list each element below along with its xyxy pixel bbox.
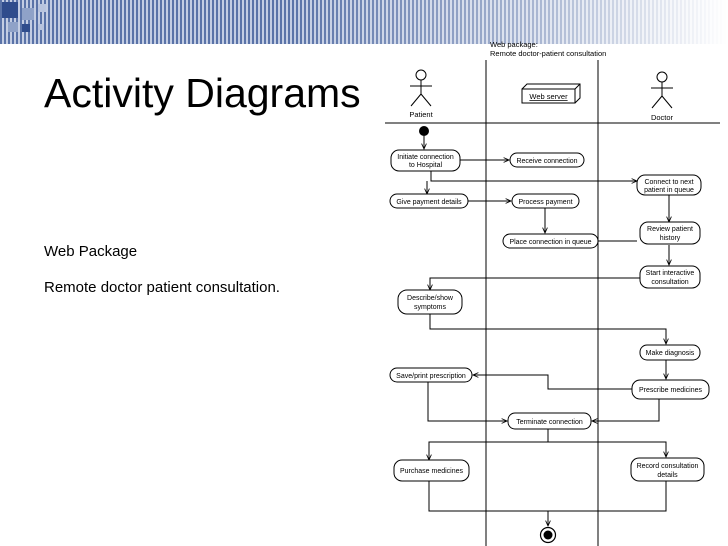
activity-give-payment: [389, 193, 469, 209]
body-line-description: Remote doctor patient consultation.: [44, 279, 280, 296]
start-node: [419, 126, 429, 136]
label-start-interactive-2: consultation: [651, 279, 688, 286]
doctor-actor-icon: [651, 71, 673, 109]
activity-process-payment: [511, 193, 580, 209]
label-process-payment: Process payment: [518, 199, 572, 206]
activity-initiate-connection: [390, 149, 461, 172]
label-initiate-2: to Hospital: [409, 162, 443, 169]
slide-title: Activity Diagrams: [44, 70, 361, 116]
flow-connectors: [424, 136, 669, 526]
label-place-queue: Place connection in queue: [509, 239, 591, 246]
label-describe-2: symptoms: [414, 304, 446, 311]
activity-make-diagnosis: [639, 344, 701, 361]
activity-nodes: [389, 149, 710, 482]
activity-terminate-connection: [507, 412, 592, 430]
package-label-line2: Remote doctor-patient consultation: [490, 49, 606, 58]
header-stripe-band: [0, 0, 728, 44]
label-start-interactive-1: Start interactive: [646, 270, 695, 277]
body-line-web-package: Web Package: [44, 243, 138, 260]
label-initiate-1: Initiate connection: [397, 154, 454, 161]
label-terminate: Terminate connection: [516, 419, 583, 426]
activity-start-interactive: [639, 265, 701, 289]
activity-prescribe-medicines: [631, 379, 710, 400]
label-connect-next-2: patient in queue: [644, 187, 694, 194]
label-make-diagnosis: Make diagnosis: [646, 350, 695, 357]
end-node: [539, 526, 557, 544]
label-receive: Receive connection: [516, 158, 577, 165]
activity-record-details: [630, 457, 705, 482]
label-describe-1: Describe/show: [407, 295, 454, 302]
activity-describe-symptoms: [397, 289, 463, 315]
activity-save-print: [389, 367, 473, 383]
activity-place-in-queue: [502, 233, 599, 249]
label-connect-next-1: Connect to next: [644, 179, 693, 186]
label-record-2: details: [657, 472, 678, 479]
label-record-1: Record consultation: [637, 463, 699, 470]
corner-squares-decoration: [0, 0, 60, 44]
label-give-payment: Give payment details: [396, 199, 462, 206]
package-label-line1: Web package:: [490, 40, 538, 49]
label-review-history-2: history: [660, 235, 681, 242]
label-prescribe: Prescribe medicines: [639, 387, 703, 394]
activity-review-history: [639, 221, 701, 245]
swimlane-dividers: [385, 60, 720, 546]
activity-labels: Initiate connection to Hospital Receive …: [396, 154, 702, 479]
web-server-node: Web server: [521, 83, 581, 104]
activity-purchase-medicines: [393, 459, 470, 482]
label-save-print: Save/print prescription: [396, 373, 466, 380]
web-server-label: Web server: [529, 92, 568, 101]
activity-receive-connection: [509, 152, 585, 168]
activity-connect-next-patient: [636, 174, 702, 196]
label-purchase: Purchase medicines: [400, 468, 464, 475]
doctor-label: Doctor: [651, 113, 674, 122]
label-review-history-1: Review patient: [647, 226, 693, 233]
patient-actor-icon: [410, 69, 432, 107]
patient-label: Patient: [409, 110, 433, 119]
